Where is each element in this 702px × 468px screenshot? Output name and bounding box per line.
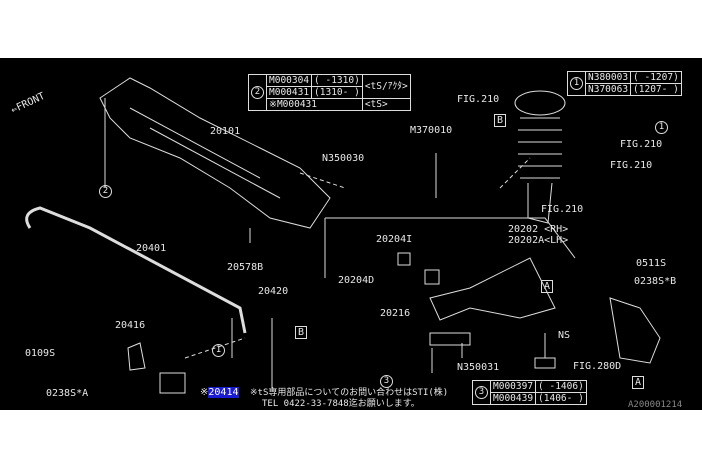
lower-arm-shape <box>429 257 556 321</box>
fig-210-ref[interactable]: FIG.210 <box>457 94 500 105</box>
part-20420[interactable]: 20420 <box>258 286 289 297</box>
part-n350030[interactable]: N350030 <box>322 153 365 164</box>
knuckle-shape <box>609 297 661 364</box>
ref-1: 1 <box>655 121 668 134</box>
ref-1: 1 <box>212 344 225 357</box>
crossmember-shape <box>99 77 331 229</box>
part-20578b[interactable]: 20578B <box>227 262 264 273</box>
ns-label: NS <box>558 330 571 341</box>
part-m370010[interactable]: M370010 <box>410 125 453 136</box>
part-0511s[interactable]: 0511S <box>636 258 667 269</box>
part-20101[interactable]: 20101 <box>210 126 241 137</box>
part-20204i[interactable]: 20204I <box>376 234 413 245</box>
part-n350031[interactable]: N350031 <box>457 362 500 373</box>
part-0238s-a[interactable]: 0238S*A <box>46 388 89 399</box>
part-0238s-b[interactable]: 0238S*B <box>634 276 677 287</box>
diagram-drawing <box>25 77 661 394</box>
fig-210-ref[interactable]: FIG.210 <box>620 139 663 150</box>
callout-b: B <box>295 326 308 339</box>
part-20204d[interactable]: 20204D <box>338 275 375 286</box>
part-20216[interactable]: 20216 <box>380 308 411 319</box>
ref-3: 3 <box>380 375 393 388</box>
fig-210-ref[interactable]: FIG.210 <box>610 160 653 171</box>
callout-a: A <box>632 376 645 389</box>
part-20202-rh[interactable]: 20202 <RH> <box>508 224 569 235</box>
stabilizer-bar-shape <box>25 206 247 334</box>
part-0109s[interactable]: 0109S <box>25 348 56 359</box>
ref-2: 2 <box>99 185 112 198</box>
part-20202a-lh[interactable]: 20202A<LH> <box>508 235 569 246</box>
sti-phone: TEL 0422-33-7848迄お願いします。 <box>262 399 420 409</box>
sti-note: ※tS専用部品についてのお問い合わせはSTI(株) <box>250 388 449 398</box>
coil-spring-shape <box>518 117 562 179</box>
fig-210-ref[interactable]: FIG.210 <box>541 204 584 215</box>
part-20401[interactable]: 20401 <box>136 243 167 254</box>
callout-a: A <box>541 280 554 293</box>
callout-b: B <box>494 114 507 127</box>
part-20416[interactable]: 20416 <box>115 320 146 331</box>
fig-280d-ref[interactable]: FIG.280D <box>573 361 622 372</box>
part-20414[interactable]: ※20414 <box>200 387 239 398</box>
diagram-id: A200001214 <box>628 400 683 410</box>
